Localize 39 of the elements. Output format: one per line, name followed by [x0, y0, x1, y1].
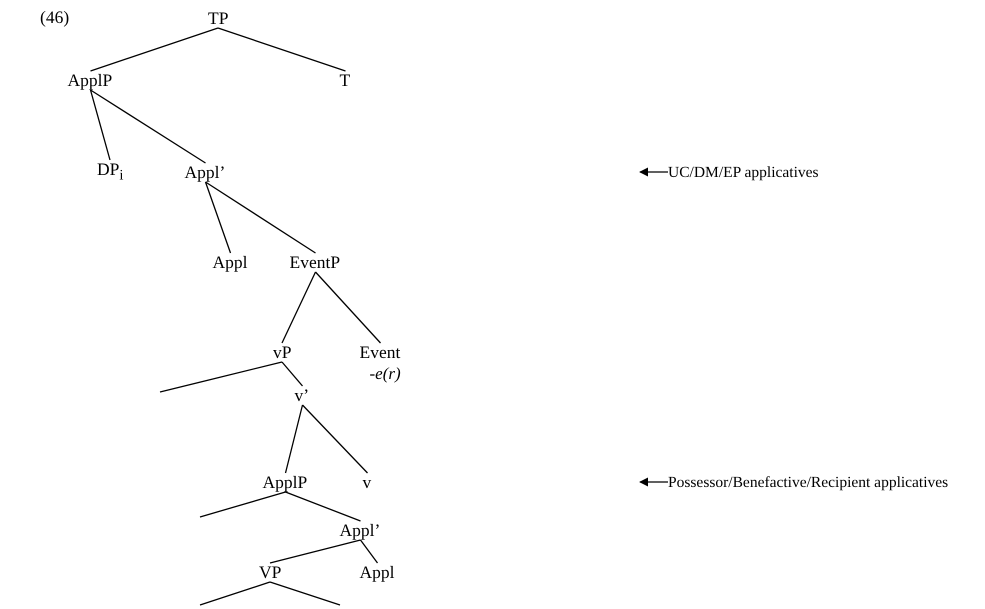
- tree-node-label: v’: [294, 386, 310, 405]
- branch-line: [160, 361, 282, 393]
- tree-node-label: T: [340, 70, 350, 90]
- branch-line: [270, 581, 340, 606]
- tree-node-label: v: [362, 472, 372, 492]
- branch-line: [302, 404, 368, 474]
- tree-node-label: ApplP: [68, 70, 112, 90]
- tree-node-label: Appl: [360, 562, 394, 582]
- tree-node-label: Appl: [212, 252, 248, 272]
- branch-line: [282, 362, 303, 386]
- annotation-text: Possessor/Benefactive/Recipient applicatives: [668, 474, 948, 491]
- branch-line: [360, 540, 378, 564]
- arrow: [639, 477, 668, 487]
- branch-line: [90, 89, 206, 164]
- branch-line: [315, 272, 381, 344]
- branch-line: [285, 491, 361, 522]
- branch-line: [90, 27, 218, 72]
- branch-line: [200, 581, 270, 606]
- annotation-text: UC/DM/EP applicatives: [668, 164, 819, 181]
- tree-node-label: Event: [360, 342, 400, 362]
- tree-node-label: DP$_{i}$: [97, 160, 124, 184]
- branch-line: [90, 90, 111, 160]
- tree-node-label: Appl’: [340, 520, 380, 540]
- arrow: [639, 167, 668, 177]
- tree-node-label: TP: [208, 8, 228, 28]
- morpheme-label: -e(r): [370, 365, 401, 384]
- tree-node-label: ApplP: [262, 472, 308, 492]
- tree-node-label: VP: [259, 562, 282, 582]
- branch-line: [281, 272, 316, 344]
- branch-line: [200, 491, 286, 518]
- tree-node-label: EventP: [290, 252, 340, 272]
- branch-line: [218, 27, 346, 72]
- tree-node-label: vP: [273, 342, 292, 362]
- branch-line: [204, 182, 232, 254]
- branch-line: [284, 404, 304, 474]
- tree-node-label: Appl’: [184, 162, 226, 182]
- branch-line: [270, 539, 361, 564]
- branch-line: [205, 181, 316, 254]
- example-number: (46): [40, 8, 70, 28]
